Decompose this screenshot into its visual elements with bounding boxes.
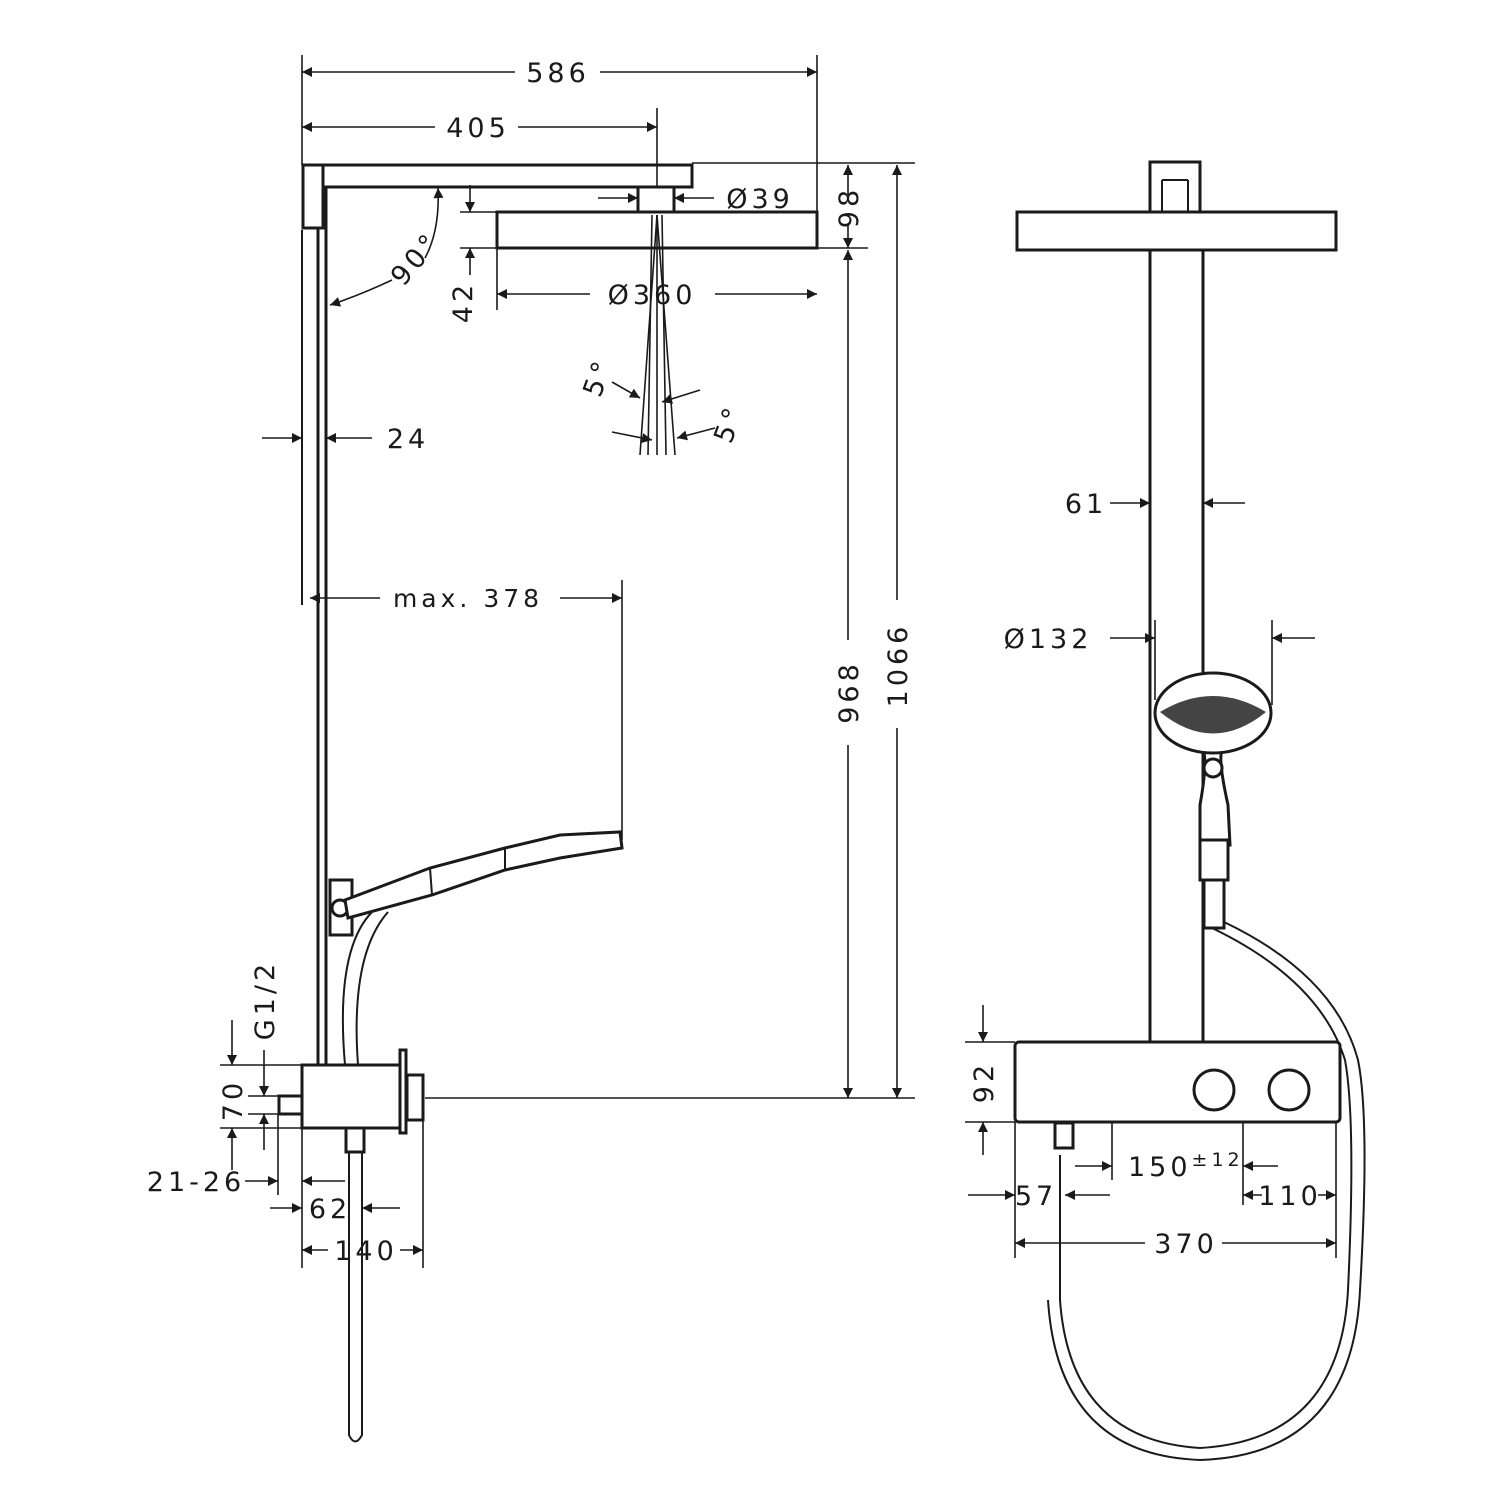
- dim-968: 968: [834, 250, 865, 1098]
- head-connector: [636, 185, 676, 214]
- dim-label: 968: [834, 660, 865, 724]
- top-connector: [1148, 160, 1202, 214]
- dim-label: 140: [334, 1236, 398, 1267]
- dim-39: Ø39: [598, 184, 794, 215]
- outlet-fitting: [1053, 1121, 1075, 1150]
- dim-62: 62: [270, 1194, 400, 1225]
- handshower-front: [1153, 671, 1273, 930]
- dim-61: 61: [1065, 489, 1245, 520]
- dim-140: 140: [302, 1120, 424, 1268]
- dim-57: 57: [968, 1122, 1110, 1258]
- dim-label: 5°: [577, 354, 619, 401]
- dim-24: 24: [262, 424, 429, 455]
- dim-label: 62: [309, 1194, 351, 1225]
- dim-label: 5°: [708, 400, 750, 447]
- dim-label: 1066: [883, 623, 914, 708]
- shower-hose: [1059, 927, 1353, 1450]
- mixer-side: [277, 1048, 425, 1443]
- dim-586: 586: [301, 55, 818, 212]
- dim-label: G1/2: [250, 960, 281, 1040]
- dim-label: Ø132: [1004, 624, 1093, 655]
- dim-70-g12: 70 G1/2: [218, 960, 302, 1170]
- dim-405: 405: [302, 108, 658, 187]
- dim-98: 98: [692, 162, 915, 249]
- dim-label: 70: [218, 1079, 249, 1121]
- dim-label: 92: [969, 1061, 1000, 1103]
- thermostat-mixer: [1013, 1040, 1342, 1124]
- dim-370: 370: [1015, 1229, 1336, 1260]
- dim-90-angle: 90°: [329, 187, 447, 307]
- dim-150: 150±12: [1075, 1122, 1278, 1205]
- dim-label: Ø360: [608, 280, 697, 311]
- dim-label: Ø39: [726, 184, 794, 215]
- flow-knob: [1267, 1068, 1311, 1112]
- dim-label: 57: [1015, 1181, 1057, 1212]
- overhead-arm: [301, 163, 694, 189]
- dim-132: Ø132: [1004, 620, 1315, 705]
- dim-max-378: max. 378: [310, 580, 623, 840]
- dim-label: 370: [1154, 1229, 1218, 1260]
- dim-110: 110: [1243, 1122, 1337, 1258]
- dim-42: 42: [448, 185, 497, 323]
- spray-angle-lines: [639, 214, 676, 456]
- overhead-shower-head-front: [1015, 210, 1338, 252]
- handshower-side: [328, 830, 624, 1066]
- front-view: 61 Ø132 92 150±12: [965, 160, 1366, 1462]
- dim-label: max. 378: [393, 584, 543, 613]
- dim-label: 90°: [385, 226, 447, 292]
- dim-label: 61: [1065, 489, 1107, 520]
- dim-label: 110: [1258, 1181, 1322, 1212]
- dim-label: 98: [834, 186, 865, 228]
- dim-label: 24: [387, 424, 429, 455]
- temperature-knob: [1192, 1068, 1236, 1112]
- dim-label: 586: [526, 58, 590, 89]
- arm-joint: [301, 163, 325, 230]
- side-view: 586 405 Ø39 90° 42: [147, 55, 915, 1443]
- dim-label: 405: [446, 113, 510, 144]
- shower-rail: [316, 183, 328, 1067]
- dim-label: 150±12: [1128, 1149, 1244, 1183]
- dim-1066: 1066: [425, 165, 915, 1099]
- dim-label: 42: [448, 281, 479, 323]
- dim-360: Ø360: [496, 248, 817, 311]
- dim-label: 21-26: [147, 1167, 245, 1198]
- shower-pipe: [1148, 248, 1205, 1044]
- dim-92: 92: [965, 1005, 1015, 1155]
- dim-21-26: 21-26: [147, 1114, 345, 1268]
